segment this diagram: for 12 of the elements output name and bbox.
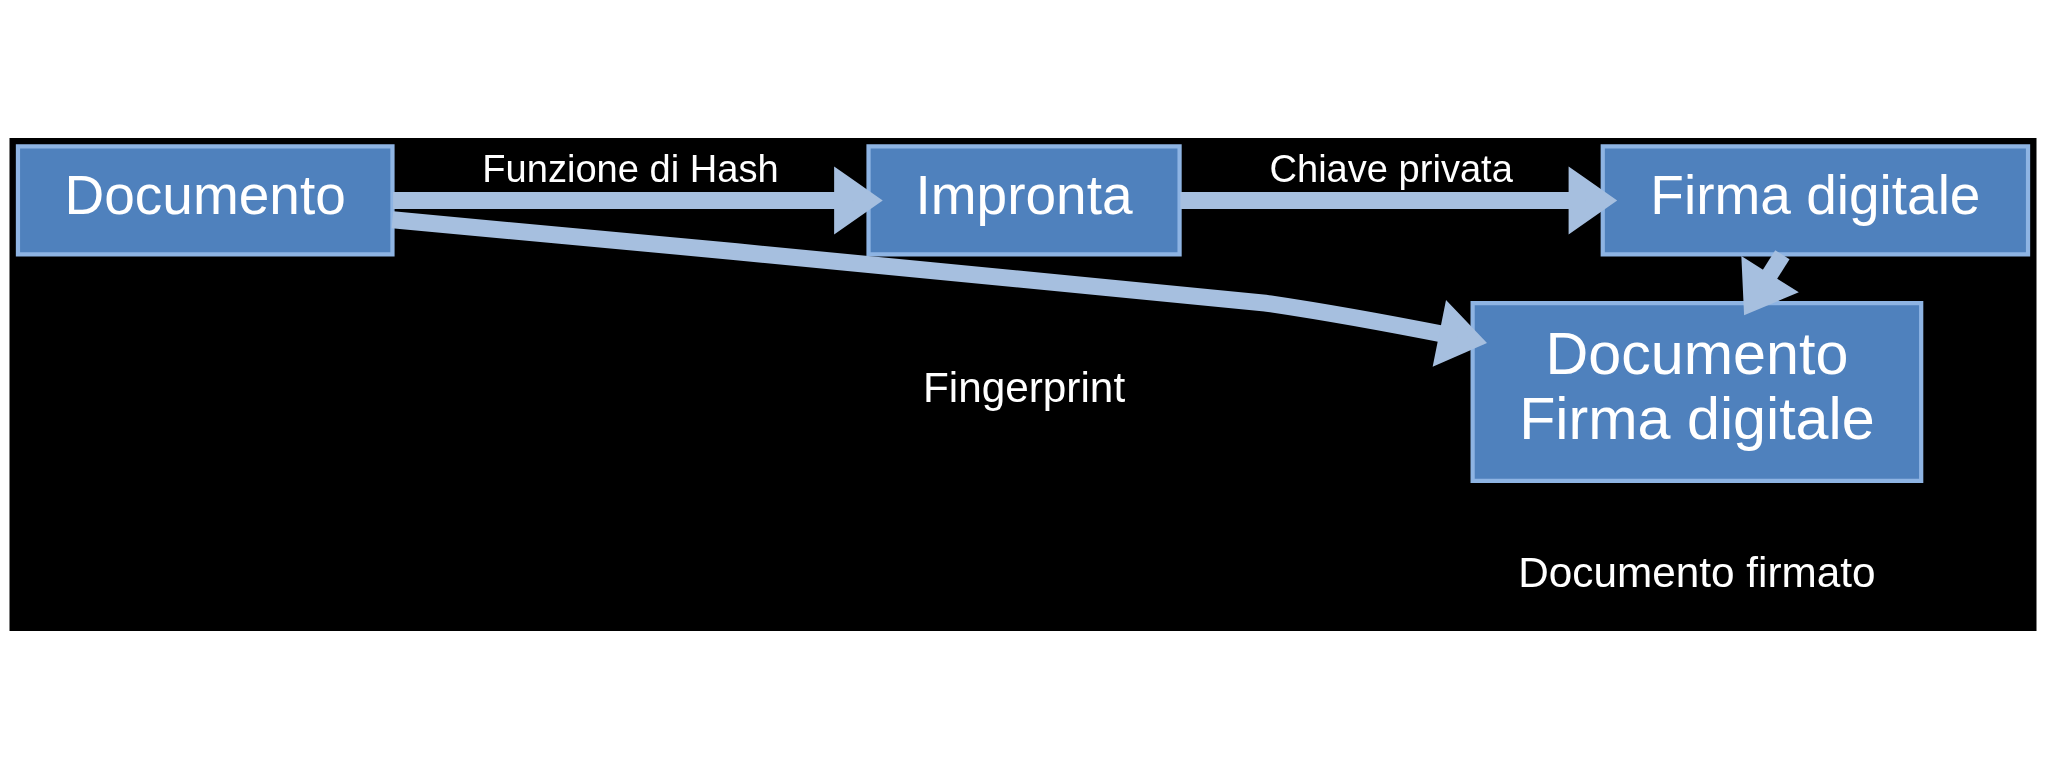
arrow (1741, 250, 1799, 316)
node-label: Documento firmato (1518, 548, 1876, 596)
edge-label: Chiave privata (1269, 148, 1513, 191)
edge-label: Funzione di Hash (482, 148, 779, 191)
arrow (391, 211, 1487, 367)
arrow (393, 166, 883, 235)
node-box: Impronta (866, 144, 1182, 257)
node-box: Firma digitale (1600, 144, 2031, 257)
arrow (1180, 166, 1618, 235)
node-label: Fingerprint (922, 364, 1126, 412)
node-box: Documento (15, 144, 395, 257)
node-box: Documento Firma digitale (1470, 300, 1924, 483)
